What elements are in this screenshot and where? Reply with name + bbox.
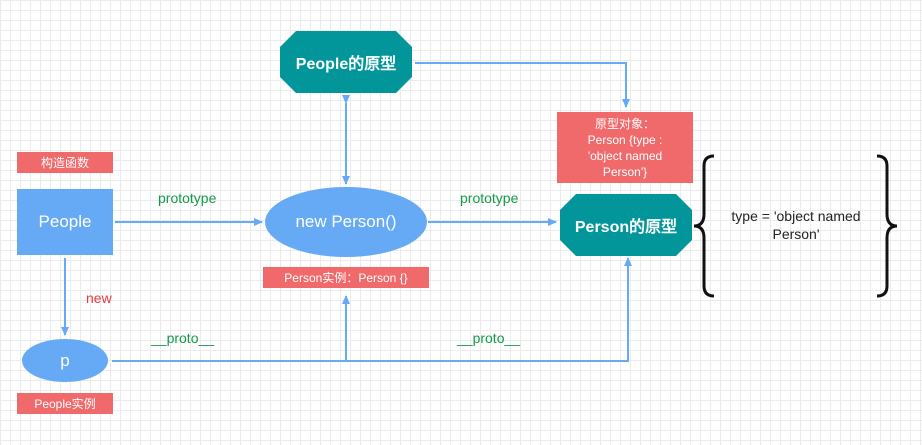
type-note: type = 'object named Person': [715, 207, 877, 243]
edge-label-new: new: [86, 290, 112, 306]
new-person-node-label: new Person(): [295, 212, 397, 231]
people-node[interactable]: People: [17, 189, 113, 255]
proto-object-line-1: 原型对象：: [594, 116, 655, 131]
person-instance-tag-label: Person实例：Person {}: [284, 271, 408, 285]
p-node[interactable]: p: [22, 339, 108, 382]
right-brace: [876, 154, 898, 298]
edge-label-prototype-2: prototype: [460, 190, 519, 206]
edge-label-proto-2: __proto__: [457, 330, 521, 346]
edge-label-proto-1: __proto__: [151, 330, 215, 346]
proto-object-line-2: Person {type :: [587, 132, 663, 147]
edge-label-prototype-1: prototype: [158, 190, 217, 206]
p-node-label: p: [60, 350, 70, 370]
person-instance-tag: Person实例：Person {}: [263, 267, 429, 288]
left-brace: [693, 154, 715, 298]
proto-object-line-3: 'object named: [587, 148, 663, 163]
constructor-tag: 构造函数: [17, 152, 113, 173]
edge-p-to-new-person: [112, 295, 350, 362]
people-instance-tag: People实例: [17, 393, 113, 414]
people-proto-node[interactable]: People的原型: [280, 31, 412, 93]
person-proto-node[interactable]: Person的原型: [560, 194, 692, 256]
constructor-tag-label: 构造函数: [40, 156, 89, 170]
person-proto-node-label: Person的原型: [574, 219, 678, 236]
edge-people-proto-to-proto-object: [415, 62, 630, 108]
people-node-label: People: [38, 212, 92, 231]
proto-object-tag: 原型对象： Person {type : 'object named Perso…: [557, 112, 693, 183]
new-person-node[interactable]: new Person(): [265, 187, 427, 257]
people-proto-node-label: People的原型: [295, 56, 397, 73]
proto-object-line-4: Person'}: [602, 164, 648, 179]
people-instance-tag-label: People实例: [34, 397, 96, 411]
type-note-line-1: type = 'object named: [731, 208, 861, 224]
type-note-line-2: Person': [772, 226, 820, 242]
edge-p-to-person-proto: [346, 257, 632, 362]
